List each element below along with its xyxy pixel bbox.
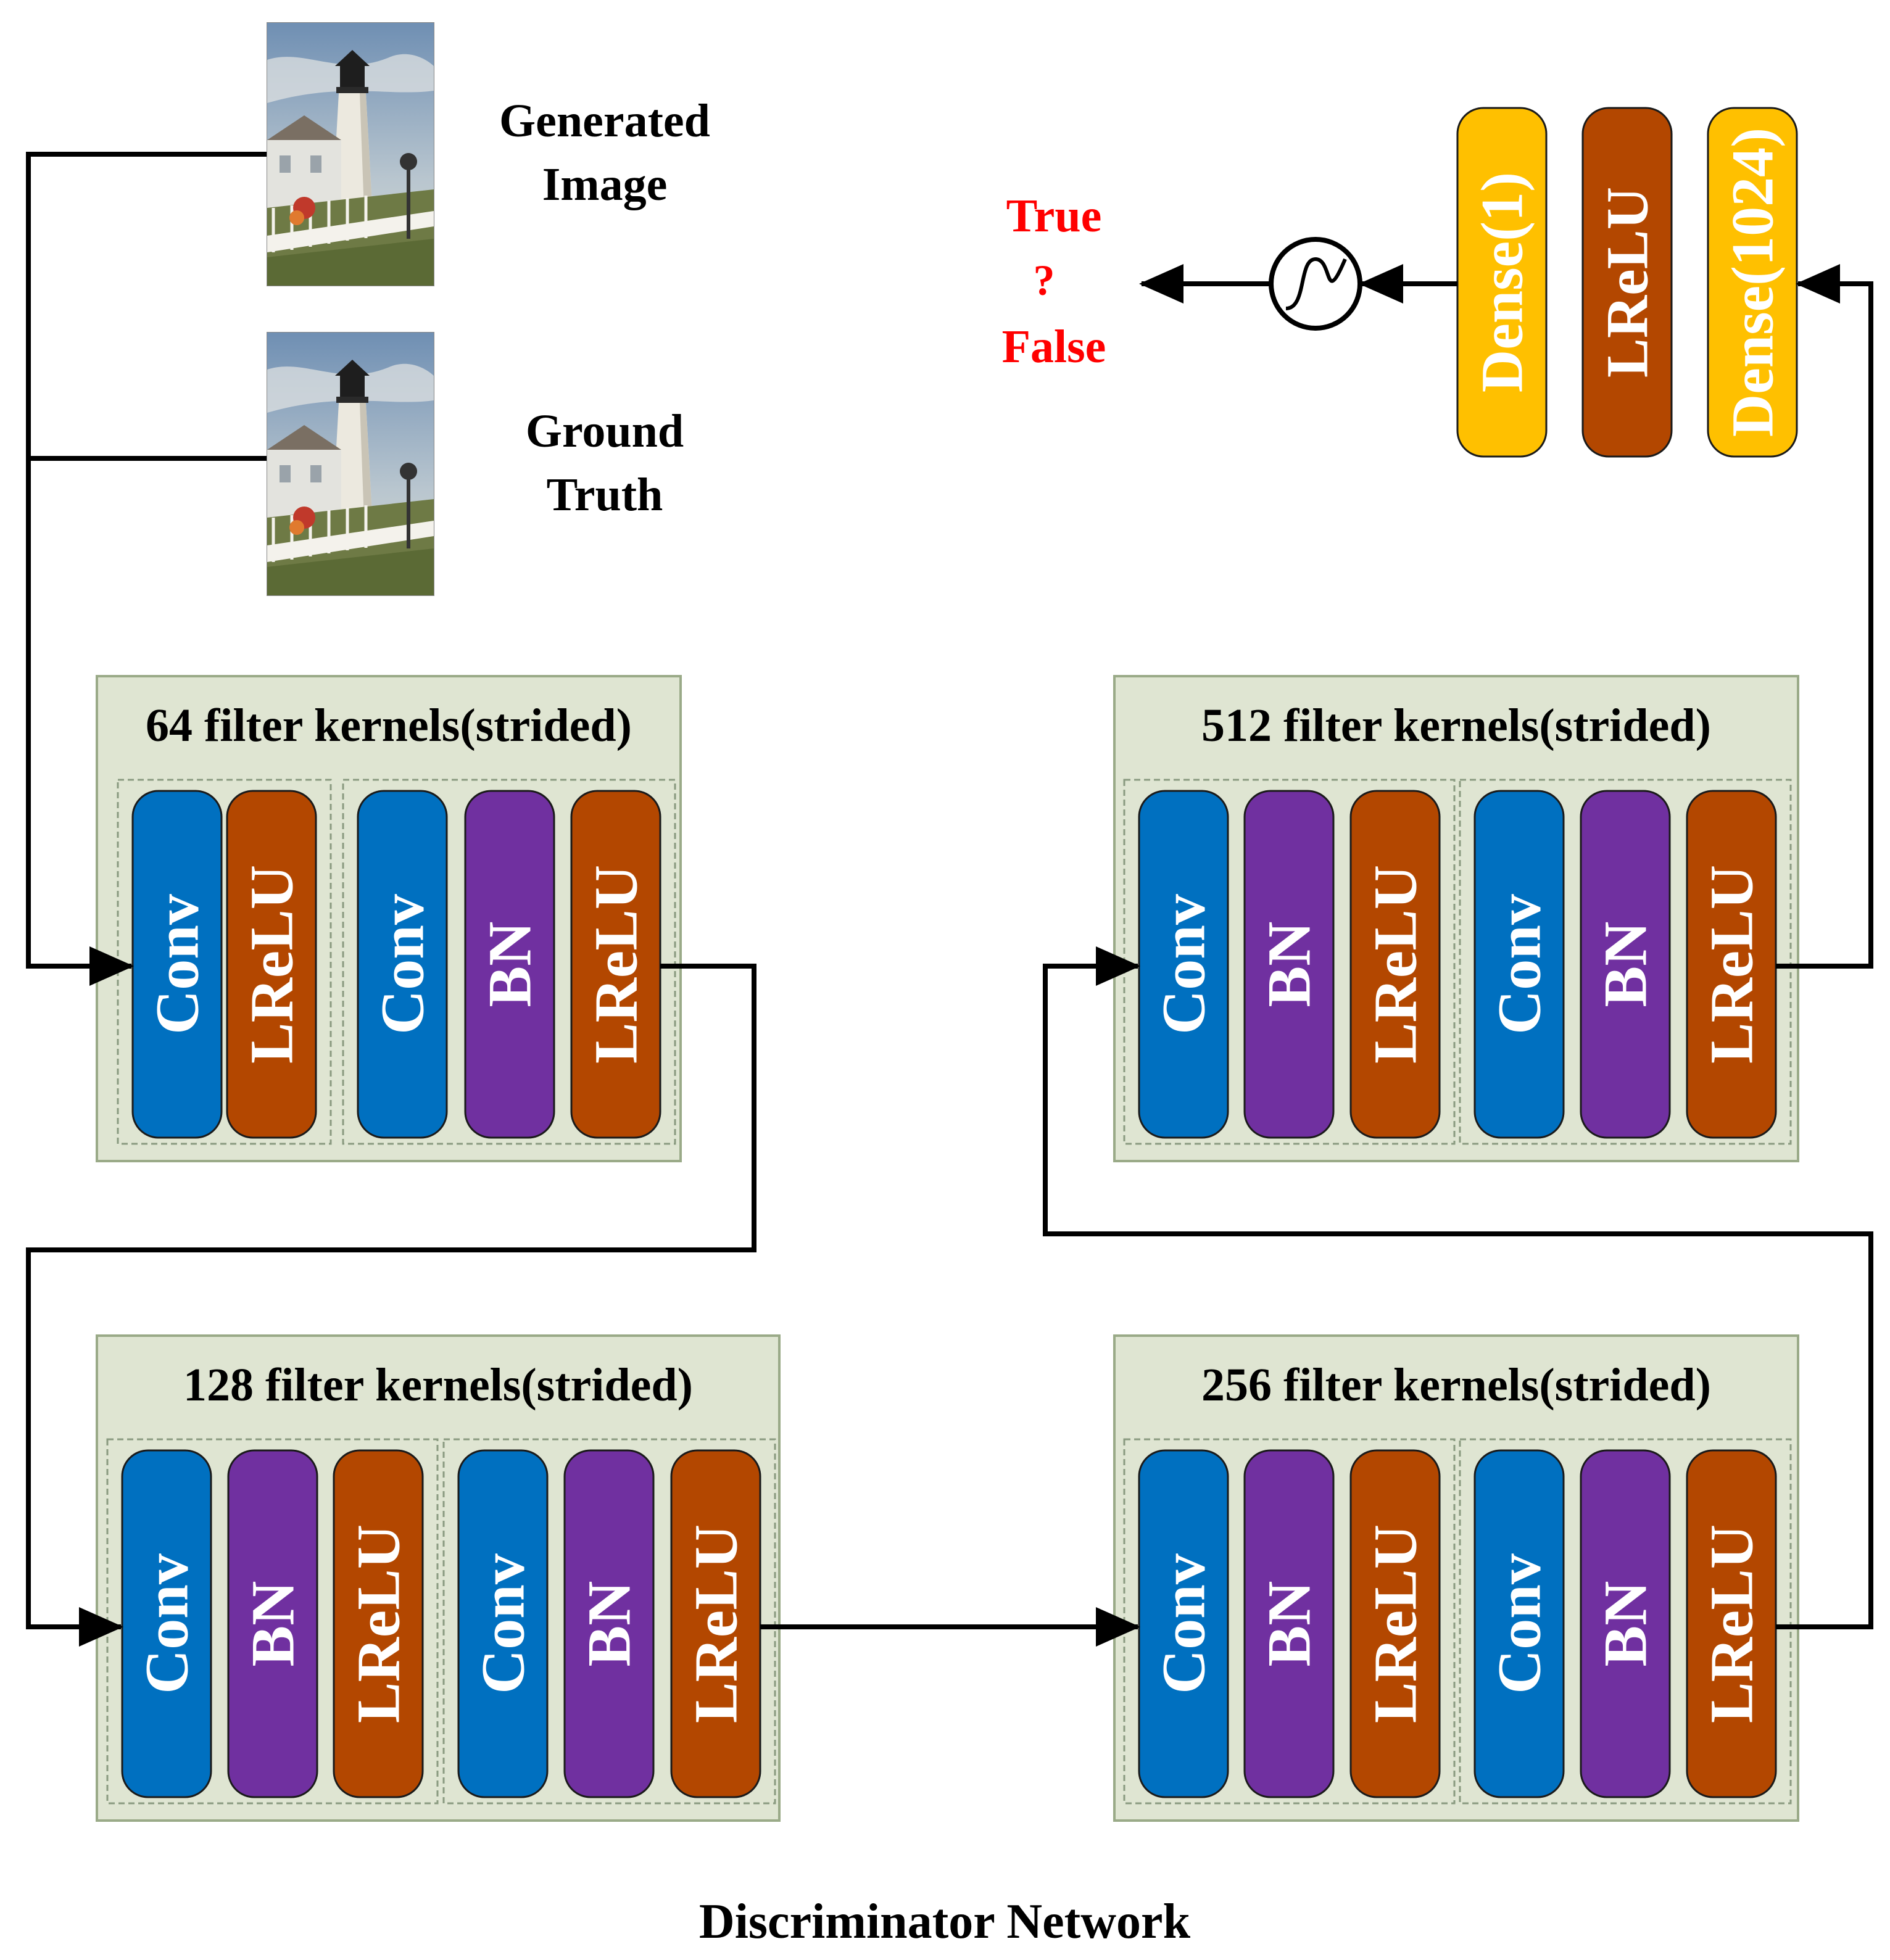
connector-256-to-512: [1043, 946, 1873, 1629]
layer-bn: [227, 1449, 318, 1798]
ground-truth-image-thumbnail: [267, 332, 434, 596]
layer-conv-label: Conv: [1150, 894, 1218, 1035]
layer-bn-label: BN: [1255, 922, 1324, 1007]
layer-lrelu: [670, 1449, 761, 1798]
diagram-caption: Discriminator Network: [699, 1895, 1191, 1949]
layer-bn: [464, 790, 555, 1139]
layer-lrelu-label: LReLU: [1697, 865, 1766, 1064]
generated-label-line1: Generated: [499, 95, 710, 147]
layer-conv-label: Conv: [143, 894, 212, 1035]
layer-bn-label: BN: [1591, 922, 1660, 1007]
layer-conv-label: Conv: [1150, 1553, 1218, 1694]
block-512-filters: 512 filter kernels(strided) Conv BN LReLU Co…: [1113, 675, 1799, 1162]
layer-lrelu-label: LReLU: [238, 865, 306, 1064]
connector-64-to-128: [26, 964, 756, 1647]
layer-conv-label: Conv: [368, 894, 437, 1035]
head-layer-lrelu: [1581, 107, 1673, 458]
layer-group-box: [1459, 779, 1792, 1145]
output-true-label: True: [1006, 190, 1102, 242]
input-connector: [26, 152, 267, 986]
layer-group-box: [1459, 1438, 1792, 1805]
layer-bn: [1580, 1449, 1671, 1798]
layer-lrelu-label: LReLU: [1361, 865, 1430, 1064]
generated-image-thumbnail: [267, 22, 434, 286]
block-title: 64 filter kernels(strided): [146, 700, 632, 751]
block-128-filters: 128 filter kernels(strided) Conv BN LReLU Co…: [96, 1334, 781, 1822]
layer-bn-label: BN: [1591, 1581, 1660, 1667]
layer-conv: [1473, 1449, 1565, 1798]
layer-lrelu-label: LReLU: [344, 1524, 413, 1723]
layer-conv: [1473, 790, 1565, 1139]
layer-lrelu: [333, 1449, 424, 1798]
block-title: 512 filter kernels(strided): [1201, 700, 1711, 751]
block-256-filters: 256 filter kernels(strided) Conv BN LReLU Co…: [1113, 1334, 1799, 1822]
head-layer-dense-1-label: Dense(1): [1469, 172, 1535, 392]
layer-bn-label: BN: [239, 1581, 307, 1667]
head-layer-lrelu-label: LReLU: [1594, 187, 1660, 378]
layer-lrelu: [1349, 790, 1441, 1139]
block-title: 256 filter kernels(strided): [1201, 1359, 1711, 1411]
layer-bn: [1243, 1449, 1335, 1798]
layer-bn: [1580, 790, 1671, 1139]
sigmoid-icon: [1269, 237, 1362, 331]
layer-bn: [1243, 790, 1335, 1139]
layer-conv-label: Conv: [1485, 1553, 1554, 1694]
layer-group-box: [442, 1438, 776, 1805]
layer-conv-label: Conv: [133, 1553, 201, 1694]
layer-conv-label: Conv: [469, 1553, 537, 1694]
block-title: 128 filter kernels(strided): [183, 1359, 693, 1411]
layer-bn: [563, 1449, 655, 1798]
layer-bn-label: BN: [575, 1581, 644, 1667]
layer-lrelu: [1686, 1449, 1777, 1798]
output-false-label: False: [1002, 321, 1106, 373]
ground-truth-label: Ground Truth: [457, 400, 753, 526]
layer-bn-label: BN: [1255, 1581, 1324, 1667]
layer-lrelu: [1349, 1449, 1441, 1798]
layer-group-box: [342, 779, 676, 1145]
layer-lrelu-label: LReLU: [1697, 1524, 1766, 1723]
ground-truth-label-line2: Truth: [546, 468, 663, 521]
layer-bn-label: BN: [476, 922, 544, 1007]
layer-lrelu-label: LReLU: [1361, 1524, 1430, 1723]
generated-image-label: Generated Image: [457, 89, 753, 216]
layer-lrelu-label: LReLU: [682, 1524, 750, 1723]
block-64-filters: 64 filter kernels(strided) Conv LReLU Conv B…: [96, 675, 682, 1162]
generated-label-line2: Image: [542, 158, 668, 210]
ground-truth-label-line1: Ground: [525, 405, 684, 457]
layer-conv-label: Conv: [1485, 894, 1554, 1035]
connector-512-to-dense: [1776, 264, 1873, 969]
layer-conv: [357, 790, 448, 1139]
head-layer-dense-1024-label: Dense(1024): [1720, 128, 1786, 437]
layer-lrelu-label: LReLU: [582, 865, 650, 1064]
layer-conv: [457, 1449, 549, 1798]
layer-lrelu: [226, 790, 317, 1139]
output-question-mark: ?: [1034, 257, 1055, 305]
